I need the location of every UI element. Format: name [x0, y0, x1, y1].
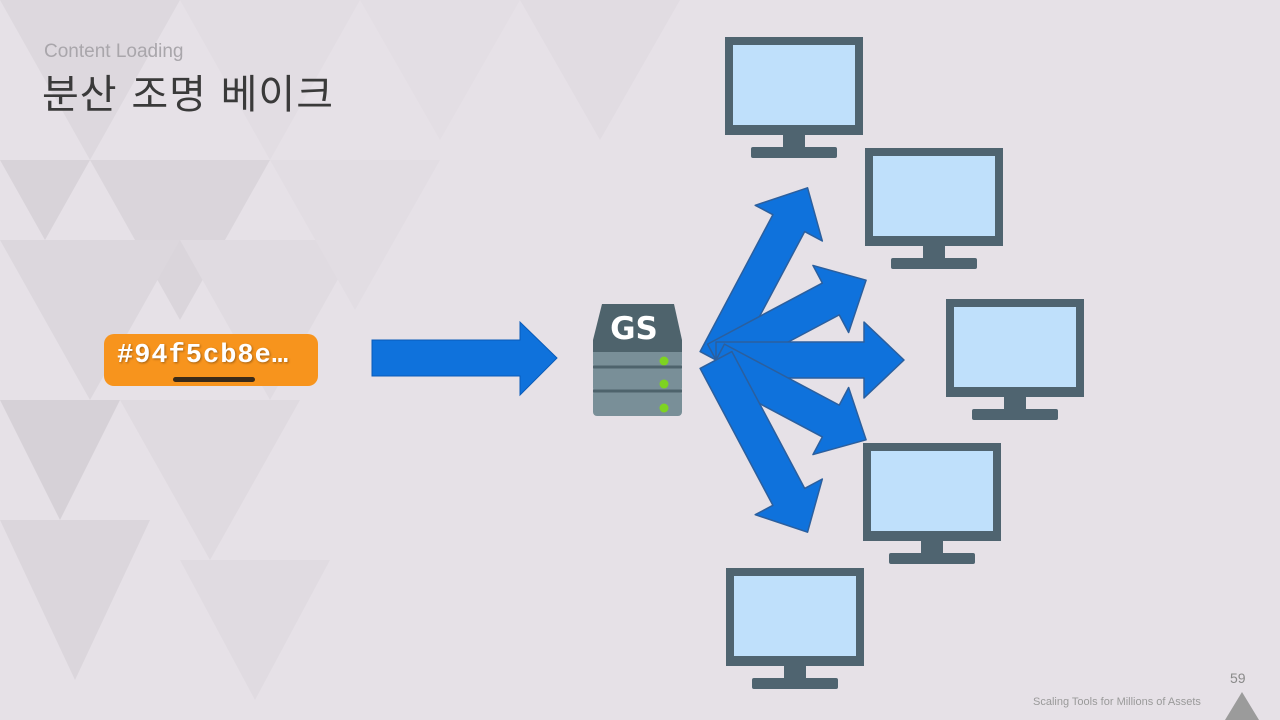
hash-badge-underline [173, 377, 255, 382]
monitor-icon [946, 299, 1084, 420]
status-led [659, 403, 669, 413]
server-stack-icon: GS [593, 304, 682, 416]
status-led [659, 379, 669, 389]
monitor-icon [863, 443, 1001, 564]
monitor-icon [725, 37, 863, 158]
monitor-icon [726, 568, 864, 689]
page-number: 59 [1230, 670, 1246, 686]
corner-triangle-icon [1225, 692, 1259, 720]
fan-arrow-5 [699, 350, 824, 533]
monitor-icon [865, 148, 1003, 269]
status-led [659, 356, 669, 366]
hash-badge-label: #94f5cb8e… [117, 341, 290, 371]
input-arrow [371, 320, 558, 397]
slide-title: 분산 조명 베이크 [42, 72, 335, 118]
section-subtitle: Content Loading [44, 41, 184, 62]
deck-title: Scaling Tools for Millions of Assets [1033, 696, 1201, 708]
fan-out-arrows [699, 187, 905, 533]
server-label: GS [610, 311, 658, 347]
